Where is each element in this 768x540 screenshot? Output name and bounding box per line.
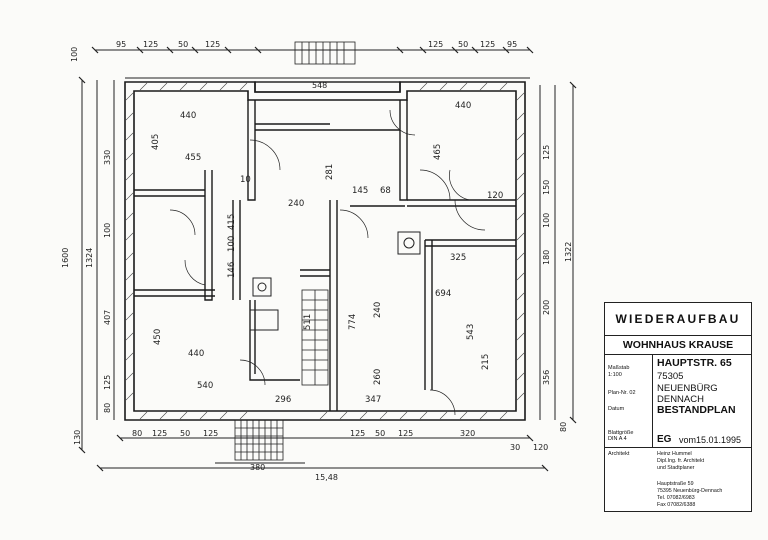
dim-right-bottom-2: 120 [533,443,548,452]
town: NEUENBÜRG [657,383,718,394]
dim-right-bottom-3: 80 [559,422,568,432]
title-project: WOHNHAUS KRAUSE [605,336,751,355]
outer-wall [124,81,526,421]
room-dim-100: 100 [227,236,237,252]
dim-bottom-380: 380 [250,463,265,472]
dim-bottom-3: 50 [180,429,190,438]
dim-right-overall: 1322 [564,242,573,262]
dim-bottom-2: 125 [152,429,167,438]
dim-left-1: 330 [103,150,112,165]
room-dim-68: 68 [380,186,391,196]
title-header: WIEDERAUFBAU [605,303,751,336]
dim-top-6: 50 [458,40,468,49]
architect-fax: Fax 07082/6388 [657,502,696,508]
room-dim-543: 543 [466,324,476,340]
plan-date: vom15.01.1995 [679,435,742,445]
dim-right-1: 125 [542,145,551,160]
label-massstab: Maßstab [608,365,630,371]
room-dim-260: 260 [373,369,383,385]
room-dim-10: 10 [240,175,251,185]
dim-top-3: 50 [178,40,188,49]
room-dim-415: 415 [227,214,237,230]
dim-bottom-5: 125 [350,429,365,438]
room-dim-146: 146 [227,262,237,278]
dim-right-5: 200 [542,300,551,315]
dim-right-4: 180 [542,250,551,265]
room-dim-440-top: 440 [180,111,196,121]
dim-left-overall2: 1324 [85,248,94,268]
room-dim-540: 540 [197,381,213,391]
zip: 75305 [657,371,684,382]
label-blattgroesse: Blattgröße [608,430,634,436]
title-divider [652,355,653,447]
dim-bottom-1: 80 [132,429,142,438]
room-dim-325: 325 [450,253,466,263]
room-dim-405: 405 [151,134,161,150]
dim-left-overall: 1600 [61,248,70,268]
dim-bottom-4: 125 [203,429,218,438]
dim-left-bottom: 130 [73,430,82,445]
floor-label: EG [657,434,672,445]
dim-left-2: 100 [103,223,112,238]
room-dim-440-right: 440 [455,101,471,111]
dim-top-overall: 548 [312,81,327,90]
label-plan-nr: Plan-Nr. 02 [608,390,636,396]
district: DENNACH [657,394,704,405]
room-dim-120: 120 [487,191,503,201]
dim-top-1: 95 [116,40,126,49]
room-dim-511: 511 [303,314,313,330]
architect-tel: Tel. 07082/6983 [657,495,695,501]
dim-right-bottom-1: 30 [510,443,520,452]
dim-bottom-7: 125 [398,429,413,438]
blattgroesse-value: DIN A 4 [608,436,627,442]
architect-address2: 75395 Neuenbürg-Dennach [657,488,723,494]
dim-top-2: 125 [143,40,158,49]
architect-name: Heinz Hummel [657,451,692,457]
room-dim-465: 465 [433,144,443,160]
chimney [397,231,421,255]
top-balcony-wall [254,81,401,93]
room-dim-145: 145 [352,186,368,196]
dim-left-3: 407 [103,310,112,325]
dim-top-7: 125 [480,40,495,49]
room-dim-455: 455 [185,153,201,163]
plan-type: BESTANDPLAN [657,404,736,416]
title-divider-h [605,447,751,448]
architect-title2: und Stadtplaner [657,465,695,471]
dim-top-left-vertical: 100 [70,47,79,62]
street: HAUPTSTR. 65 [657,357,732,369]
room-dim-240-mid: 240 [373,302,383,318]
dim-top-5: 125 [428,40,443,49]
room-dim-774: 774 [348,314,358,330]
room-dim-281: 281 [325,164,335,180]
room-dim-694: 694 [435,289,451,299]
interior-staircase [301,289,329,386]
top-exterior-stairs [294,41,356,65]
dim-right-3: 100 [542,213,551,228]
dim-top-8: 95 [507,40,517,49]
dim-top-4: 125 [205,40,220,49]
dim-left-4: 125 [103,375,112,390]
label-architekt: Architekt [608,451,630,457]
room-dim-296: 296 [275,395,291,405]
room-dim-215: 215 [481,354,491,370]
room-dim-240-hall: 240 [288,199,304,209]
scale-value: 1:100 [608,372,622,378]
dim-left-5: 80 [103,403,112,413]
label-datum: Datum [608,406,625,412]
title-block: WIEDERAUFBAU WOHNHAUS KRAUSE Maßstab 1:1… [604,302,752,512]
dim-right-2: 150 [542,180,551,195]
dim-bottom-320: 320 [460,429,475,438]
architect-address1: Hauptstraße 59 [657,481,694,487]
door-swing [419,169,451,201]
dim-bottom-6: 50 [375,429,385,438]
room-dim-450: 450 [153,329,163,345]
architect-title1: Dipl.Ing. fr. Architekt [657,458,705,464]
room-dim-347: 347 [365,395,381,405]
dim-bottom-overall: 15,48 [315,473,338,482]
room-dim-440-bottom: 440 [188,349,204,359]
dim-right-6: 356 [542,370,551,385]
